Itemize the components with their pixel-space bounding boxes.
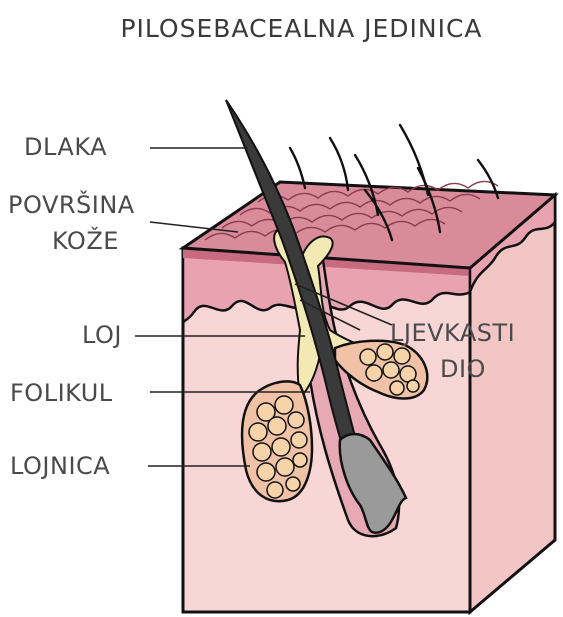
label-sebaceous-gland: LOJNICA <box>10 451 110 481</box>
label-infundibulum-line1: LJEVKASTI <box>390 318 515 348</box>
label-skin-surface-line1: POVRŠINA <box>8 190 135 220</box>
label-hair: DLAKA <box>24 132 107 162</box>
label-infundibulum-line2: DIO <box>440 354 486 384</box>
label-follicle: FOLIKUL <box>10 378 113 408</box>
label-sebum: LOJ <box>82 320 122 350</box>
label-skin-surface-line2: KOŽE <box>52 226 119 256</box>
